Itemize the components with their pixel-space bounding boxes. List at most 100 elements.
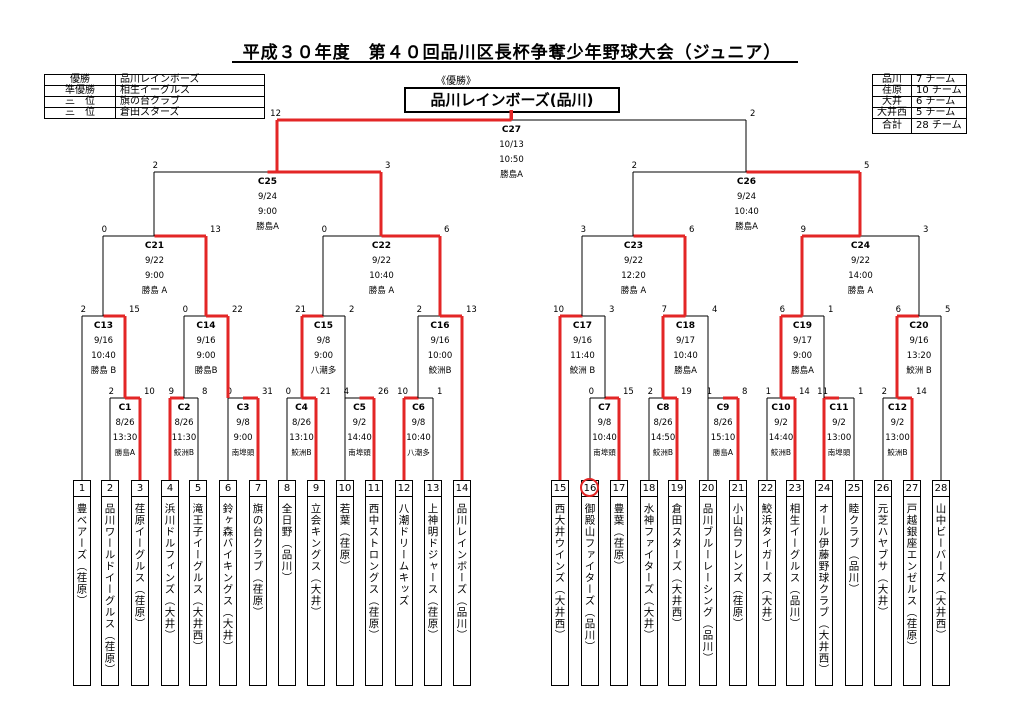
team-name: 睦クラブ（品川） [847, 503, 860, 595]
score-label: 6 [689, 225, 694, 235]
rank-cell: 三 位 [44, 107, 116, 119]
match-date: 9/16 [573, 336, 592, 346]
match-venue: 八潮多 [311, 365, 337, 376]
score-label: 15 [129, 305, 140, 315]
results-row: 三 位旗の台クラブ [44, 96, 265, 108]
match-venue: 勝島 A [142, 285, 168, 296]
match-time: 9:00 [314, 351, 333, 361]
score-label: 13 [466, 305, 477, 315]
score-label: 2 [153, 161, 158, 171]
score-label: 19 [681, 387, 692, 397]
score-label: 5 [864, 161, 869, 171]
match-id: C14 [196, 321, 215, 331]
team-number: 26 [875, 481, 891, 497]
team-number: 23 [787, 481, 803, 497]
match-venue: 勝島A [791, 365, 814, 376]
match-id: C8 [657, 403, 670, 413]
match-time: 9:00 [145, 271, 164, 281]
match-date: 9/24 [737, 192, 756, 202]
match-venue: 勝島A [500, 169, 523, 180]
match-id: C3 [237, 403, 250, 413]
match-id: C16 [430, 321, 449, 331]
match-date: 9/24 [258, 192, 277, 202]
score-label: 2 [648, 387, 653, 397]
results-row: 三 位倉田スターズ [44, 107, 265, 119]
match-date: 8/26 [713, 418, 732, 428]
match-date: 9/16 [94, 336, 113, 346]
score-label: 0 [286, 387, 291, 397]
match-date: 9/8 [236, 418, 250, 428]
team-name: 滝王子イーグルス（大井西） [191, 503, 204, 653]
team-box: 1 豊ベアーズ（荏原） [73, 480, 91, 686]
team-number: 20 [700, 481, 716, 497]
team-name: 小山台フレンズ（荏原） [731, 503, 744, 630]
score-label: 10 [553, 305, 564, 315]
score-label: 2 [632, 161, 637, 171]
match-venue: 勝島 A [369, 285, 395, 296]
match-date: 9/17 [793, 336, 812, 346]
score-label: 3 [609, 305, 614, 315]
area-cell: 合計 [872, 118, 912, 134]
match-time: 10:40 [406, 433, 431, 443]
score-label: 6 [444, 225, 449, 235]
team-name: 御殿山ファイターズ（品川） [583, 503, 596, 653]
match-venue: 鮫洲 B [570, 365, 596, 376]
score-label: 6 [780, 305, 785, 315]
match-id: C10 [771, 403, 790, 413]
match-id: C18 [676, 321, 695, 331]
score-label: 6 [896, 305, 901, 315]
team-name: 鮫浜タイガーズ（大井） [760, 503, 773, 630]
team-number: 3 [132, 481, 148, 497]
match-venue: 南埠頭 [593, 447, 616, 457]
score-label: 4 [712, 305, 717, 315]
team-name: 山中ビーバーズ（大井西） [934, 503, 947, 641]
team-name: 豊ベアーズ（荏原） [75, 503, 88, 607]
team-number: 1 [74, 481, 90, 497]
score-label: 22 [232, 305, 243, 315]
score-label: 14 [799, 387, 810, 397]
match-id: C25 [258, 177, 277, 187]
team-number: 22 [759, 481, 775, 497]
match-id: C23 [624, 241, 643, 251]
score-label: 1 [828, 305, 833, 315]
team-number: 6 [220, 481, 236, 497]
team-name: 品川ワールドイーグルス（荏原） [103, 503, 116, 676]
results-table: 優勝品川レインボーズ 準優勝相生イーグルス 三 位旗の台クラブ 三 位倉田スター… [44, 74, 265, 119]
match-time: 13:00 [827, 433, 852, 443]
team-name: 相生イーグルス（品川） [788, 503, 801, 630]
match-time: 14:40 [769, 433, 794, 443]
match-date: 9/22 [851, 256, 870, 266]
score-label: 2 [882, 387, 887, 397]
match-id: C13 [94, 321, 113, 331]
match-time: 9:00 [258, 207, 277, 217]
team-number: 8 [279, 481, 295, 497]
score-label: 1 [766, 387, 771, 397]
team-name: 品川レインボーズ（品川） [455, 503, 468, 641]
team-number: 14 [454, 481, 470, 497]
page-title: 平成３０年度 第４０回品川区長杯争奪少年野球大会（ジュニア） [242, 43, 782, 63]
match-venue: 勝島A [256, 221, 279, 232]
team-name: 若葉（荏原） [338, 503, 351, 572]
match-id: C19 [793, 321, 812, 331]
score-label: 14 [916, 387, 927, 397]
match-id: C12 [888, 403, 907, 413]
count-cell: 28 チーム [911, 118, 967, 134]
title-underline [232, 61, 798, 63]
match-time: 13:20 [907, 351, 932, 361]
score-label: 3 [581, 225, 586, 235]
team-name: 西中ストロングス（荏原） [367, 503, 380, 641]
match-date: 8/26 [115, 418, 134, 428]
match-venue: 勝島 A [848, 285, 874, 296]
